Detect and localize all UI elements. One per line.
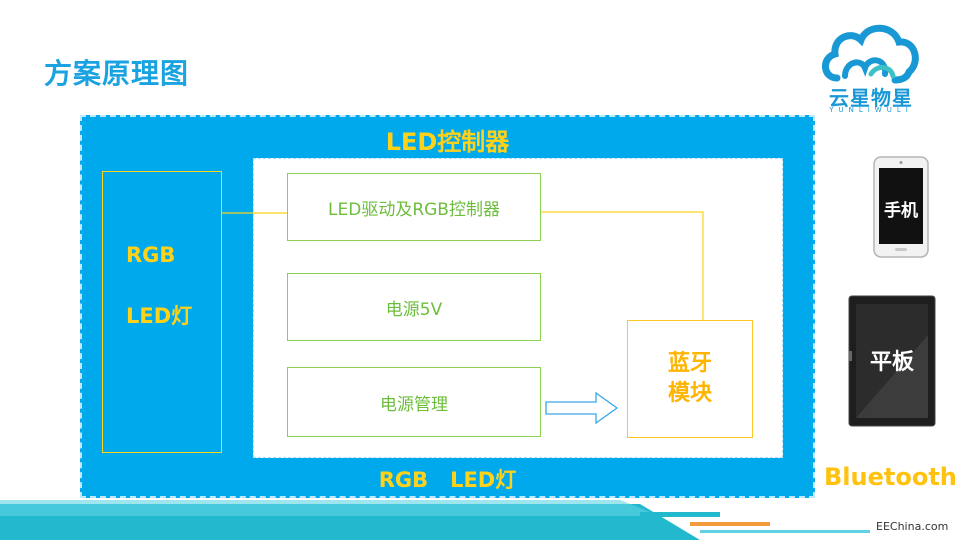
phone-label: 手机 [884, 201, 918, 221]
cloud-logo-icon [822, 24, 919, 84]
led-controller-title: LED控制器 [385, 128, 510, 156]
smartphone-icon [873, 156, 929, 258]
power-5v-box: 电源5V [287, 273, 541, 341]
tablet-icon [848, 295, 936, 427]
bluetooth-label: Bluetooth [824, 463, 957, 491]
led-driver-box: LED驱动及RGB控制器 [287, 173, 541, 241]
bluetooth-module-line1: 蓝牙 [667, 351, 712, 376]
tablet-label: 平板 [869, 350, 914, 375]
rgb-led-label-line1: RGB [126, 243, 176, 267]
rgb-led-box [102, 171, 222, 453]
bluetooth-module-line2: 模块 [667, 381, 712, 406]
arrow-icon [545, 391, 619, 425]
logo-text: 云星物星 [829, 86, 913, 110]
logo-subtext: YUNLIWULI [829, 106, 913, 114]
source-credit: EEChina.com [876, 520, 949, 533]
rgb-led-bottom-label: RGB LED灯 [378, 468, 517, 492]
connector-driver-bluetooth [541, 211, 704, 320]
footer-decoration [0, 500, 870, 540]
slide-title: 方案原理图 [44, 57, 190, 90]
bluetooth-module-box: 蓝牙 模块 [627, 320, 753, 438]
rgb-led-label-line2: LED灯 [126, 304, 193, 328]
power-management-box: 电源管理 [287, 367, 541, 437]
